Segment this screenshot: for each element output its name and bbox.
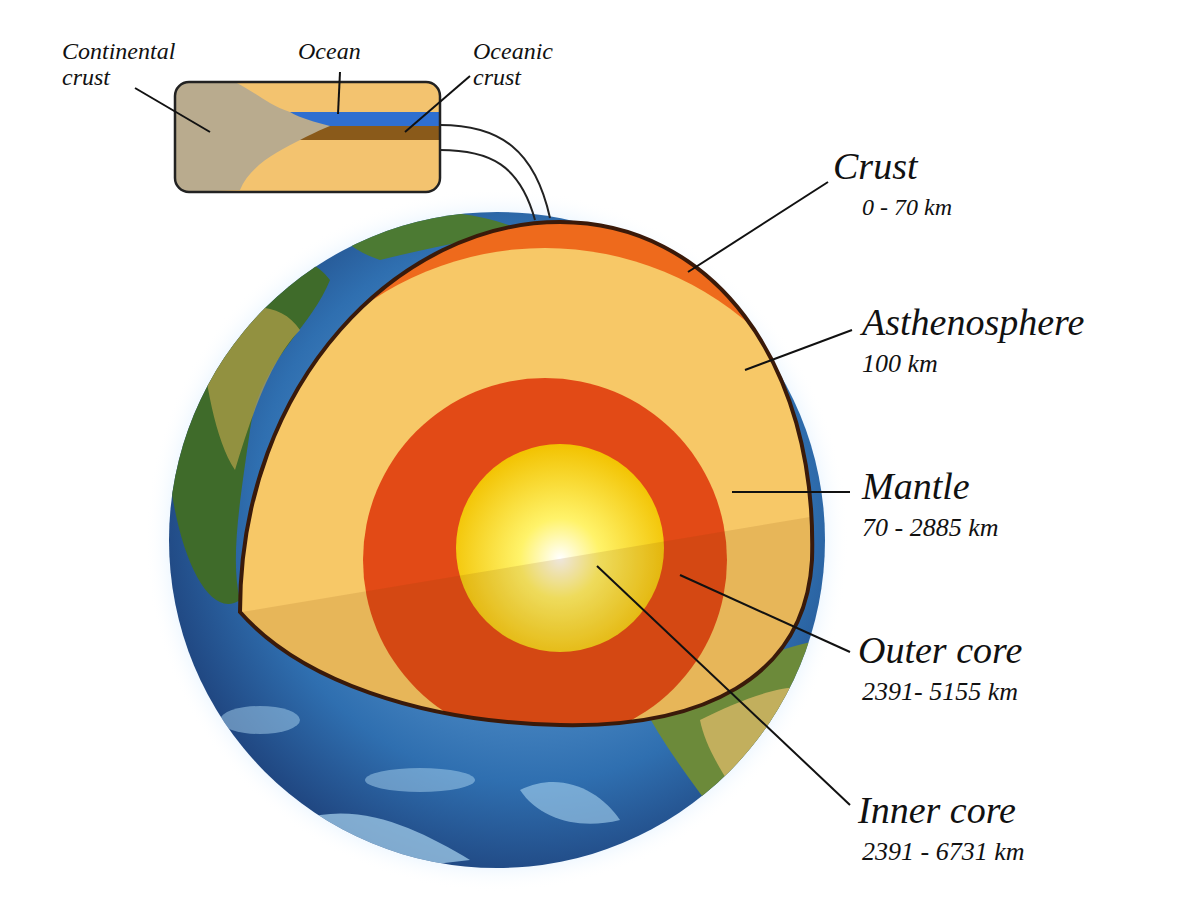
depth-range: 0 - 70 km	[862, 194, 952, 220]
layer-name: Asthenosphere	[862, 302, 1084, 344]
depth-range: 2391 - 6731 km	[862, 838, 1024, 867]
layer-name: Inner core	[858, 790, 1016, 832]
inset-label: Ocean	[298, 38, 361, 64]
layer-name: Mantle	[862, 466, 970, 508]
layer-name: Outer core	[858, 630, 1022, 672]
depth-range: 100 km	[862, 350, 938, 379]
depth-range: 2391- 5155 km	[862, 678, 1018, 707]
inset-label: Oceanic crust	[473, 38, 598, 91]
layer-name: Crust	[833, 146, 917, 188]
inset-label: Continental crust	[62, 38, 207, 91]
depth-range: 70 - 2885 km	[862, 514, 998, 543]
